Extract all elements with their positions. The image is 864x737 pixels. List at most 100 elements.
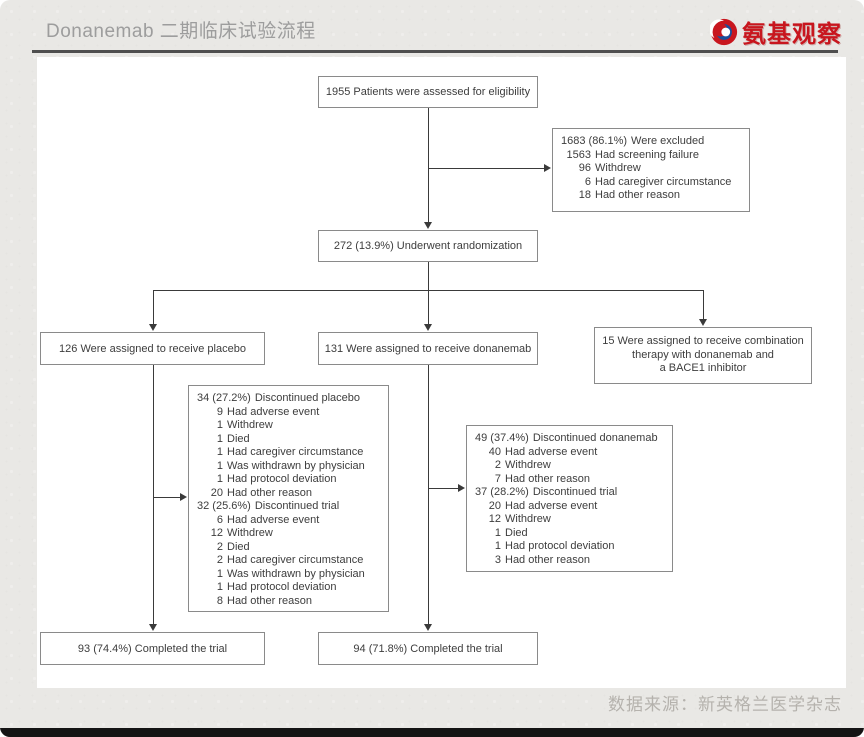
stat-text: Had adverse event	[227, 405, 320, 418]
connector-line	[153, 290, 154, 325]
stat-text: Had protocol deviation	[505, 540, 615, 552]
stat-text: Withdrew	[227, 419, 273, 431]
stat-row: 32 (25.6%)Discontinued trial	[197, 500, 383, 514]
stat-text: Discontinued trial	[532, 486, 618, 498]
box-combo-arm-line: a BACE1 inhibitor	[659, 362, 747, 375]
stat-text: Had adverse event	[505, 499, 598, 512]
stat-row: 6 Had adverse event	[197, 514, 383, 528]
stat-text: Withdrew	[227, 527, 273, 539]
stat-text: Had other reason	[227, 594, 312, 607]
stat-num: 1	[216, 432, 223, 445]
stat-num: 7	[494, 472, 501, 485]
stat-row: 1 Died	[475, 527, 667, 541]
stat-text: Was withdrawn by physician	[227, 459, 365, 472]
stat-num: 12	[210, 527, 223, 539]
connector-line	[428, 168, 545, 169]
stat-row: 2 Died	[197, 541, 383, 555]
stat-num: 20	[488, 499, 501, 512]
stat-text: Had protocol deviation	[227, 473, 337, 485]
arrow-down-icon	[699, 319, 707, 326]
stat-num: 1	[216, 459, 223, 472]
box-placebo-arm: 126 Were assigned to receive placebo	[40, 332, 265, 365]
stat-row: 6 Had caregiver circumstance	[561, 176, 744, 190]
stat-row: 9 Had adverse event	[197, 406, 383, 420]
stat-num: 2	[216, 540, 223, 553]
stat-text: Was withdrawn by physician	[227, 567, 365, 580]
stat-text: Had caregiver circumstance	[227, 554, 364, 566]
stat-row: 3 Had other reason	[475, 554, 667, 568]
arrow-right-icon	[458, 484, 465, 492]
stat-row: 20 Had adverse event	[475, 500, 667, 514]
connector-line	[703, 290, 704, 320]
stat-text: Had protocol deviation	[227, 581, 337, 593]
stat-num: 8	[216, 594, 223, 607]
stat-num: 40	[488, 445, 501, 458]
stat-text: Discontinued donanemab	[532, 432, 658, 444]
box-eligibility: 1955 Patients were assessed for eligibil…	[318, 76, 538, 108]
box-donanemab-completed-text: 94 (71.8%) Completed the trial	[353, 642, 503, 655]
box-eligibility-text: 1955 Patients were assessed for eligibil…	[325, 86, 531, 98]
connector-line	[428, 290, 429, 325]
stat-text: Had other reason	[595, 189, 680, 201]
box-donanemab-arm: 131 Were assigned to receive donanemab	[318, 332, 538, 365]
stat-text: Were excluded	[631, 135, 705, 147]
stat-num: 9	[216, 405, 223, 418]
stat-num: 49 (37.4%)	[475, 432, 529, 444]
stat-num: 6	[216, 513, 223, 526]
stat-row: 34 (27.2%)Discontinued placebo	[197, 392, 383, 406]
box-placebo-completed-text: 93 (74.4%) Completed the trial	[77, 642, 228, 655]
stat-text: Had other reason	[505, 553, 590, 566]
stat-num: 1	[216, 581, 223, 593]
stat-text: Died	[227, 540, 250, 553]
stat-num: 1	[494, 526, 501, 539]
stat-num: 3	[494, 553, 501, 566]
stat-row: 18 Had other reason	[561, 189, 744, 203]
stat-num: 1	[216, 567, 223, 580]
brand-logo-icon	[709, 18, 738, 46]
stat-text: Had caregiver circumstance	[595, 175, 732, 188]
stat-num: 20	[210, 486, 223, 499]
box-placebo-completed: 93 (74.4%) Completed the trial	[40, 632, 265, 665]
box-combo-arm-line: 15 Were assigned to receive combination	[602, 335, 804, 348]
arrow-down-icon	[424, 624, 432, 631]
stat-row: 2 Had caregiver circumstance	[197, 554, 383, 568]
stat-num: 1683 (86.1%)	[561, 135, 628, 147]
stat-text: Had other reason	[505, 472, 590, 485]
stat-num: 32 (25.6%)	[197, 500, 251, 512]
stat-row: 1 Was withdrawn by physician	[197, 568, 383, 582]
stat-text: Withdrew	[595, 162, 641, 174]
arrow-down-icon	[149, 624, 157, 631]
box-randomization-text: 272 (13.9%) Underwent randomization	[333, 240, 523, 252]
stat-num: 1563	[566, 148, 591, 161]
bottom-bar	[0, 728, 864, 737]
stat-num: 2	[494, 459, 501, 471]
stat-num: 34 (27.2%)	[197, 392, 251, 404]
connector-line	[428, 108, 429, 222]
stat-text: Had caregiver circumstance	[227, 446, 364, 458]
arrow-down-icon	[149, 324, 157, 331]
arrow-down-icon	[424, 222, 432, 229]
stat-num: 2	[216, 554, 223, 566]
stat-text: Had adverse event	[227, 513, 320, 526]
stat-text: Died	[505, 526, 528, 539]
stat-num: 18	[578, 189, 591, 201]
box-combo-arm: 15 Were assigned to receive combination …	[594, 327, 812, 384]
arrow-right-icon	[180, 493, 187, 501]
stat-row: 7 Had other reason	[475, 473, 667, 487]
box-donanemab-arm-text: 131 Were assigned to receive donanemab	[324, 342, 532, 355]
stat-num: 6	[584, 175, 591, 188]
box-donanemab-completed: 94 (71.8%) Completed the trial	[318, 632, 538, 665]
stat-text: Discontinued trial	[254, 500, 340, 512]
